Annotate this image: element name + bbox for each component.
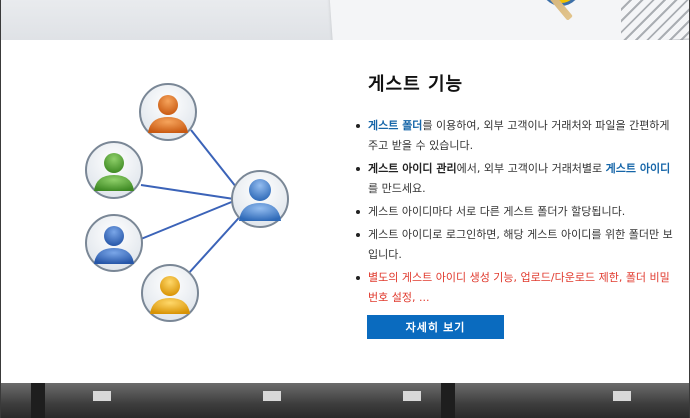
- top-banner-image: [1, 0, 689, 40]
- connector-lines: [140, 129, 247, 286]
- user-icon-green: [85, 141, 143, 199]
- feature-text: 게스트 아이디로 로그인하면, 해당 게스트 아이디를 위한 폴더만 보입니다.: [368, 228, 673, 261]
- feature-text: 게스트 아이디 관리: [368, 162, 457, 175]
- more-details-button[interactable]: 자세히 보기: [367, 315, 504, 339]
- user-icon-orange: [139, 83, 197, 141]
- guest-network-illustration: [76, 75, 306, 335]
- user-icon-main: [231, 170, 289, 228]
- connector-line: [140, 184, 235, 200]
- feature-item: 별도의 게스트 아이디 생성 기능, 업로드/다운로드 제한, 폴더 비밀번호 …: [356, 268, 676, 308]
- bottom-banner-image: [1, 383, 689, 418]
- feature-text[interactable]: 게스트 아이디: [605, 162, 671, 175]
- feature-item: 게스트 아이디로 로그인하면, 해당 게스트 아이디를 위한 폴더만 보입니다.: [356, 225, 676, 265]
- feature-item: 게스트 폴더를 이용하여, 외부 고객이나 거래처와 파일을 간편하게 주고 받…: [356, 116, 676, 156]
- guest-feature-section: 게스트 기능 게스트 폴더를 이용하여, 외부 고객이나 거래처와 파일을 간편…: [356, 70, 676, 311]
- feature-item: 게스트 아이디 관리에서, 외부 고객이나 거래처별로 게스트 아이디를 만드세…: [356, 159, 676, 199]
- section-title: 게스트 기능: [368, 74, 464, 95]
- feature-text: 별도의 게스트 아이디 생성 기능, 업로드/다운로드 제한, 폴더 비밀번호 …: [368, 271, 670, 304]
- feature-text: 에서, 외부 고객이나 거래처별로: [456, 162, 606, 175]
- user-icon-yellow: [141, 264, 199, 322]
- feature-text: 를 이용하여, 외부 고객이나 거래처와 파일을 간편하게 주고 받을 수 있습…: [368, 119, 670, 152]
- feature-list: 게스트 폴더를 이용하여, 외부 고객이나 거래처와 파일을 간편하게 주고 받…: [356, 116, 676, 308]
- network-users-icon: [85, 83, 289, 322]
- office-decoration: [31, 383, 45, 418]
- feature-text[interactable]: 게스트 폴더: [368, 119, 423, 132]
- notebook-spiral-decoration: [621, 0, 689, 40]
- ceiling-light-decoration: [403, 391, 421, 401]
- user-icon-blue: [85, 214, 143, 272]
- feature-text: 게스트 아이디마다 서로 다른 게스트 폴더가 할당됩니다.: [368, 205, 626, 218]
- ceiling-light-decoration: [613, 391, 631, 401]
- feature-text: 를 만드세요.: [368, 182, 426, 195]
- ceiling-light-decoration: [263, 391, 281, 401]
- connector-line: [140, 200, 235, 240]
- office-decoration: [441, 383, 455, 418]
- ceiling-light-decoration: [93, 391, 111, 401]
- feature-item: 게스트 아이디마다 서로 다른 게스트 폴더가 할당됩니다.: [356, 202, 676, 222]
